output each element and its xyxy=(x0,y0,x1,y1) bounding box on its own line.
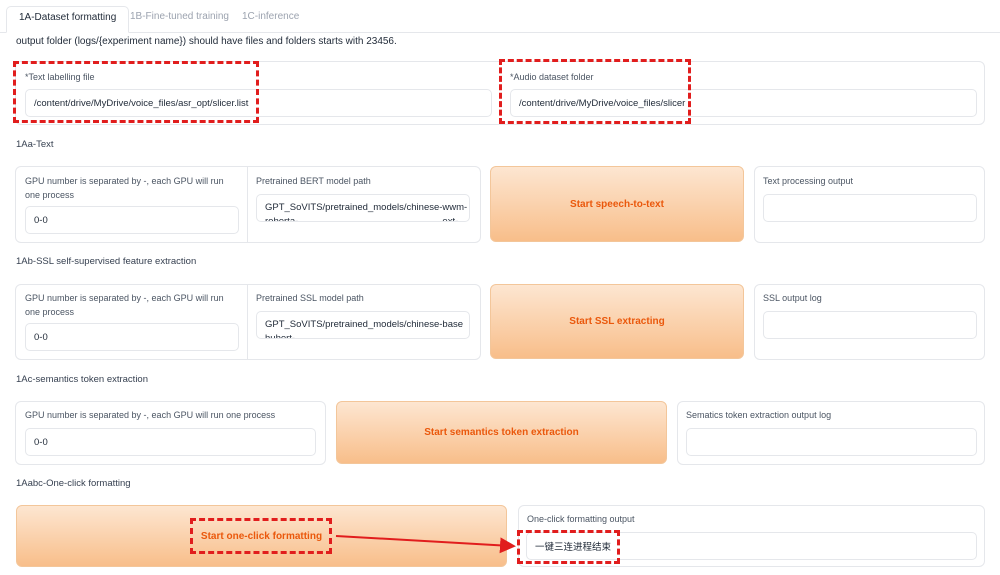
tab-fine-tuned-training[interactable]: 1B-Fine-tuned training xyxy=(130,11,229,22)
ssl-model-path-line2: base xyxy=(442,319,464,330)
section-title-one-click: 1Aabc-One-click formatting xyxy=(16,478,131,489)
audio-dataset-folder-input[interactable]: /content/drive/MyDrive/voice_files/slice… xyxy=(510,89,977,117)
gpu-number-input[interactable]: 0-0 xyxy=(25,428,316,456)
one-click-formatting-output-label: One-click formatting output xyxy=(527,514,635,524)
panel-divider xyxy=(247,285,248,359)
annotation-highlight-audio-folder xyxy=(499,59,691,124)
bert-model-path-label: Pretrained BERT model path xyxy=(256,176,371,186)
text-processing-output-field[interactable] xyxy=(763,194,977,222)
ssl-model-path-label: Pretrained SSL model path xyxy=(256,293,364,303)
bert-model-path-line2: wwm-ext-large xyxy=(442,202,468,222)
section-title-semantics: 1Ac-semantics token extraction xyxy=(16,374,149,385)
gpu-number-label: GPU number is separated by -, each GPU w… xyxy=(25,176,224,200)
tab-dataset-formatting[interactable]: 1A-Dataset formatting xyxy=(6,6,130,33)
ssl-model-path-line1: GPT_SoVITS/pretrained_models/chinese-hub… xyxy=(265,319,443,339)
ssl-model-path-input[interactable]: GPT_SoVITS/pretrained_models/chinese-hub… xyxy=(256,311,470,339)
section-title-ssl: 1Ab-SSL self-supervised feature extracti… xyxy=(16,256,197,267)
bert-model-path-line1: GPT_SoVITS/pretrained_models/chinese-rob… xyxy=(265,202,443,222)
semantics-output-log-label: Sematics token extraction output log xyxy=(686,410,832,420)
start-semantics-token-extraction-button[interactable]: Start semantics token extraction xyxy=(336,401,667,464)
annotation-highlight-one-click-button xyxy=(190,518,332,554)
section-title-text: 1Aa-Text xyxy=(16,139,54,150)
audio-dataset-folder-label: *Audio dataset folder xyxy=(510,72,594,82)
panel-divider xyxy=(247,167,248,242)
annotation-highlight-output xyxy=(517,530,620,564)
semantics-output-log-field[interactable] xyxy=(686,428,977,456)
intro-text: output folder (logs/{experiment name}) s… xyxy=(16,36,397,47)
ssl-output-log-field[interactable] xyxy=(763,311,977,339)
annotation-highlight-text-file xyxy=(13,61,259,123)
one-click-formatting-output-field[interactable]: 一键三连进程结束 xyxy=(526,532,977,560)
gpu-number-input[interactable]: 0-0 xyxy=(25,206,239,234)
tab-inference[interactable]: 1C-inference xyxy=(242,11,300,22)
tab-bar-divider xyxy=(0,32,1000,33)
gpu-number-input[interactable]: 0-0 xyxy=(25,323,239,351)
bert-model-path-input[interactable]: GPT_SoVITS/pretrained_models/chinese-rob… xyxy=(256,194,470,222)
gpu-number-label: GPU number is separated by -, each GPU w… xyxy=(25,293,224,317)
tab-bar: 1A-Dataset formatting 1B-Fine-tuned trai… xyxy=(0,0,1000,33)
gpu-number-label: GPU number is separated by -, each GPU w… xyxy=(25,410,276,420)
text-labelling-file-label: *Text labelling file xyxy=(25,72,95,82)
ssl-output-log-label: SSL output log xyxy=(763,293,822,303)
start-speech-to-text-button[interactable]: Start speech-to-text xyxy=(490,166,744,242)
text-processing-output-label: Text processing output xyxy=(763,176,854,186)
start-ssl-extracting-button[interactable]: Start SSL extracting xyxy=(490,284,744,359)
